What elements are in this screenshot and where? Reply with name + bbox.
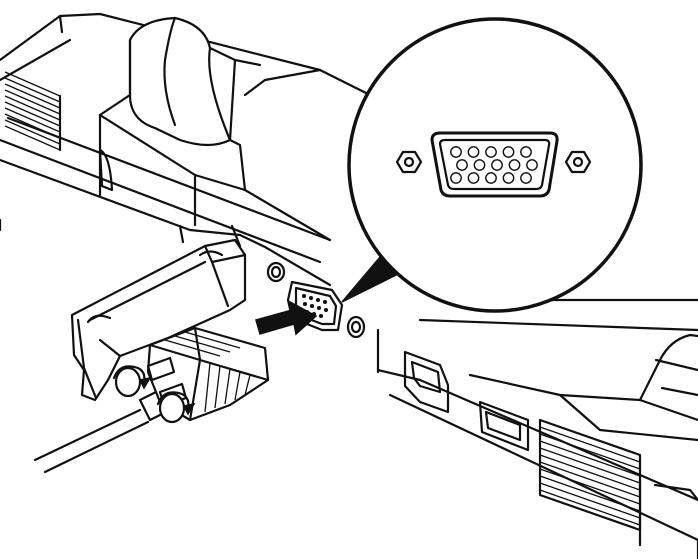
hinge	[98, 16, 322, 192]
vga-pin	[491, 159, 503, 171]
vga-pin	[473, 159, 486, 171]
vga-pin	[485, 172, 497, 184]
hex-screw-right-icon	[564, 150, 592, 174]
vga-pin	[526, 159, 538, 171]
lan-jack	[403, 350, 450, 414]
vga-pin	[467, 146, 480, 158]
vga-pin	[502, 172, 515, 184]
vga-pin	[450, 172, 462, 184]
usb-port	[478, 400, 530, 452]
arrow-right-icon	[255, 300, 318, 336]
hex-screw-left-icon	[395, 150, 423, 174]
magnified-inset	[341, 17, 643, 313]
port-cover	[70, 238, 247, 402]
vga-pin	[502, 146, 515, 158]
base-details	[98, 148, 242, 248]
vga-pin	[508, 159, 521, 171]
laptop-body	[0, 12, 698, 559]
vga-pin	[520, 146, 532, 158]
vga-pins	[450, 146, 538, 184]
vga-pin	[456, 159, 468, 171]
right-vent	[538, 418, 642, 532]
rotate-screw-icon	[112, 365, 196, 416]
vga-pin	[520, 172, 532, 184]
vga-pin	[467, 172, 480, 184]
vga-cable-plug	[33, 326, 270, 474]
vga-pin	[485, 146, 497, 158]
vga-pin	[450, 146, 462, 158]
left-vent	[4, 71, 62, 152]
